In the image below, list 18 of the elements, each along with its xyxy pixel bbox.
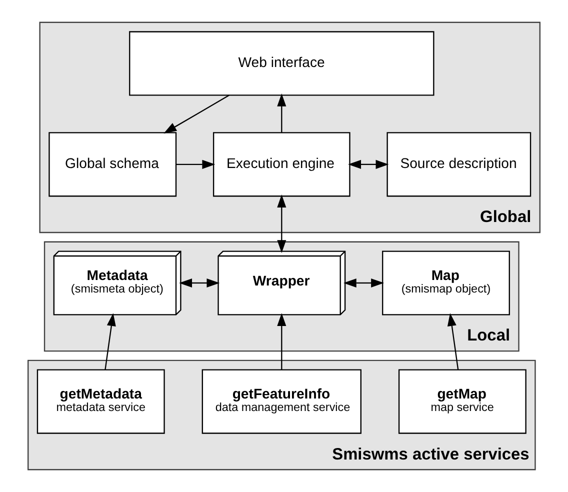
arrow <box>447 313 459 370</box>
node-box: getMap map service <box>398 369 526 434</box>
arrow <box>104 313 116 370</box>
node-box: Global schema <box>48 132 177 197</box>
node-box: Web interface <box>129 31 434 96</box>
arrow <box>277 313 286 370</box>
arrow <box>348 160 389 169</box>
arrow <box>176 160 216 169</box>
node-box: Source description <box>386 132 532 197</box>
arrow <box>179 278 220 288</box>
node-box: getMetadata metadata service <box>36 369 165 434</box>
arrow <box>164 94 230 134</box>
node-box: getFeatureInfo data management service <box>202 369 362 434</box>
arrow <box>343 278 384 288</box>
node-box: Execution engine <box>212 132 350 197</box>
arrow <box>277 94 286 133</box>
node-box: Map (smismap object) <box>382 250 510 316</box>
arrow <box>277 194 286 254</box>
